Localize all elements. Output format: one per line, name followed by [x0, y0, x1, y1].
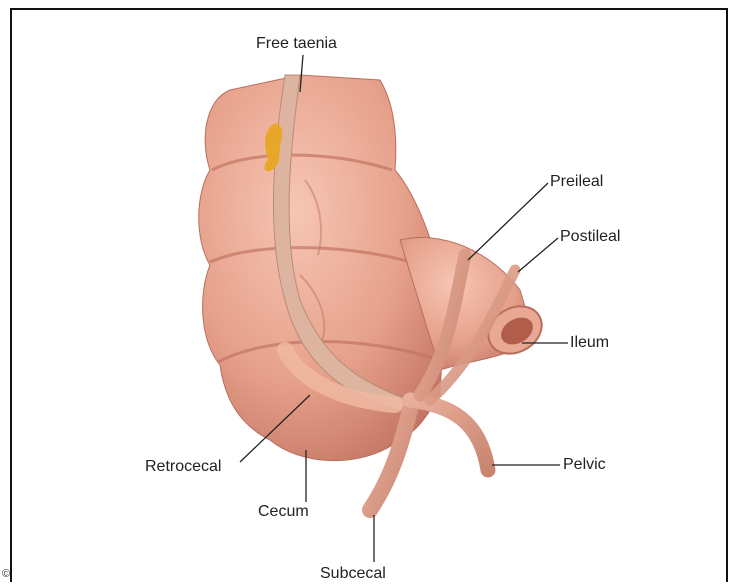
label-postileal: Postileal [560, 228, 620, 246]
label-free-taenia: Free taenia [256, 35, 337, 53]
copyright-mark: © [2, 568, 10, 580]
label-subcecal: Subcecal [320, 565, 386, 583]
label-ileum: Ileum [570, 334, 609, 352]
label-pelvic: Pelvic [563, 456, 606, 474]
label-cecum: Cecum [258, 503, 309, 521]
label-retrocecal: Retrocecal [145, 458, 221, 476]
label-preileal: Preileal [550, 173, 603, 191]
